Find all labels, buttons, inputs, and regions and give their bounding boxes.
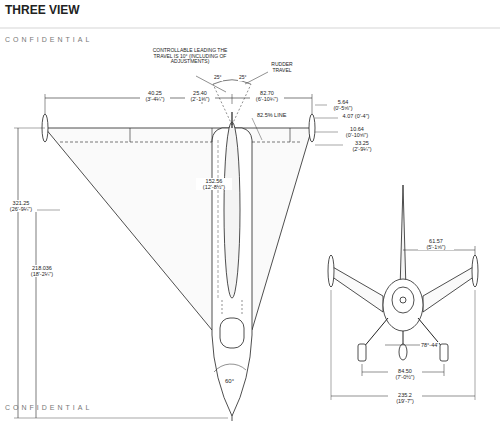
dimension-label: 10.64 (0'-10⅝") [340,126,374,138]
angle-label: 25° [213,75,223,81]
dimension-label: 218.036 (18'-2¼") [24,265,60,277]
dimension-label: 82.70 (6'-10¾") [250,90,284,102]
angle-label: 78°-44' [420,342,439,348]
sheet-title: THREE VIEW [5,4,80,17]
dimension-label: 84.50 (7'-0½") [388,368,422,380]
dimension-label: 25.40 (2'-1⅜") [185,90,215,102]
dimension-label: 40.25 (3'-4¼") [140,90,170,102]
dimension-label: 33.25 (2'-9¼") [345,140,379,152]
line-label: 82.5% LINE [256,112,287,118]
dimension-label: 235.2 (19'-7") [388,392,422,404]
angle-label: 60° [224,378,235,385]
dimension-label: 152.56 (12'-8½") [196,178,232,190]
angle-label: 25° [238,75,248,81]
dimension-label: 61.57 (5'-1⅝") [418,238,454,250]
classification-mark: CONFIDENTIAL [5,404,92,412]
dimension-label: 4.07 (0'-4") [340,113,372,119]
classification-mark: CONFIDENTIAL [5,36,92,44]
dimension-label: 321.25 (26'-9¼") [5,200,37,212]
dimension-label: 5.64 (0'-5⅝") [327,99,359,111]
control-note: CONTROLLABLE LEADING THE TRAVEL IS 10° (… [150,48,230,65]
rudder-travel-note: RUDDER TRAVEL [262,62,302,73]
